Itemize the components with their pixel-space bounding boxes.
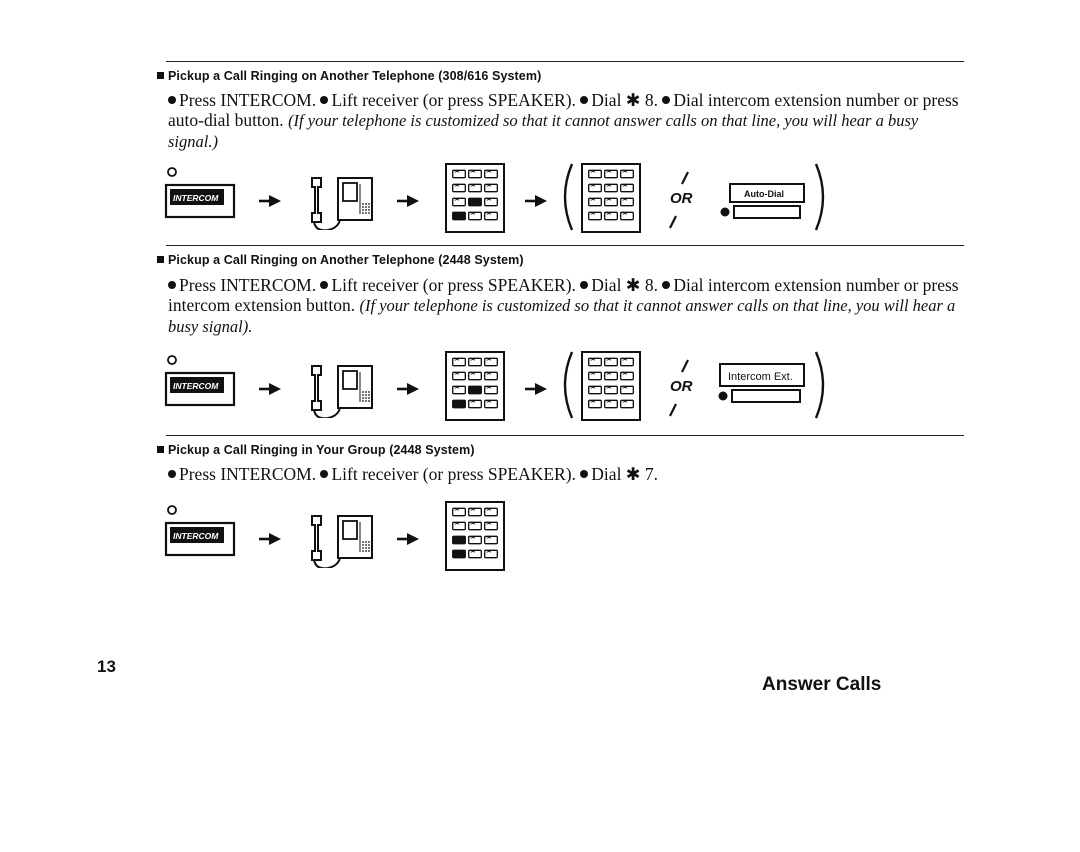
bullet-dot-icon bbox=[168, 281, 176, 289]
section-heading: Pickup a Call Ringing in Your Group (244… bbox=[157, 443, 475, 457]
note-text: (If your telephone is customized so that… bbox=[168, 111, 919, 151]
bullet-dot-icon bbox=[168, 470, 176, 478]
arrow-right-icon bbox=[258, 532, 282, 546]
or-label: OR bbox=[670, 190, 693, 207]
section-rule bbox=[166, 435, 964, 436]
slash-mark bbox=[669, 403, 677, 417]
arrow-right-icon bbox=[396, 532, 420, 546]
dial-pad-icon bbox=[581, 163, 641, 233]
dial-pad-icon bbox=[445, 501, 505, 571]
intercom-button-icon: INTERCOM bbox=[164, 371, 236, 407]
section-heading-text: Pickup a Call Ringing in Your Group (244… bbox=[168, 443, 475, 457]
bullet-dot-icon bbox=[168, 96, 176, 104]
indicator-light-icon bbox=[167, 167, 177, 177]
bullet-dot-icon bbox=[580, 96, 589, 104]
section-heading: Pickup a Call Ringing on Another Telepho… bbox=[157, 69, 541, 83]
bullet-dot-icon bbox=[320, 470, 329, 478]
step-text: Dial ✱ 8. bbox=[591, 275, 658, 295]
intercom-button-icon: INTERCOM bbox=[164, 183, 236, 219]
bullet-dot-icon bbox=[320, 281, 329, 289]
alt-button-label: Intercom Ext. bbox=[728, 371, 793, 383]
section-rule bbox=[166, 61, 964, 62]
step-text: Dial ✱ 8. bbox=[591, 90, 658, 110]
bullet-square-icon bbox=[157, 256, 164, 263]
step-text: Press INTERCOM. bbox=[179, 90, 317, 110]
arrow-right-icon bbox=[396, 194, 420, 208]
page-footer-title: Answer Calls bbox=[762, 674, 882, 695]
instruction-paragraph: Press INTERCOM. Lift receiver (or press … bbox=[168, 464, 968, 484]
section-heading-text: Pickup a Call Ringing on Another Telepho… bbox=[168, 253, 524, 267]
intercom-button-label: INTERCOM bbox=[173, 193, 219, 203]
section-heading-text: Pickup a Call Ringing on Another Telepho… bbox=[168, 69, 542, 83]
dial-pad-icon bbox=[445, 351, 505, 421]
slash-mark bbox=[681, 359, 689, 373]
step-text: Press INTERCOM. bbox=[179, 464, 317, 484]
intercom-ext-button-icon: Intercom Ext. bbox=[718, 363, 805, 403]
alt-button-label: Auto-Dial bbox=[744, 189, 784, 199]
step-text: Lift receiver (or press SPEAKER). bbox=[331, 464, 576, 484]
telephone-receiver-icon bbox=[311, 177, 373, 230]
indicator-light-icon bbox=[167, 355, 177, 365]
step-text: Dial intercom extension number or press … bbox=[168, 90, 959, 130]
indicator-light-icon bbox=[167, 505, 177, 515]
instruction-paragraph: Press INTERCOM. Lift receiver (or press … bbox=[168, 275, 968, 337]
telephone-receiver-icon bbox=[311, 365, 373, 418]
arrow-right-icon bbox=[258, 382, 282, 396]
slash-mark bbox=[669, 215, 677, 229]
arrow-right-icon bbox=[396, 382, 420, 396]
procedure-diagram: INTERCOM OR Intercom Ext. bbox=[164, 351, 825, 421]
step-text: Dial ✱ 7. bbox=[591, 464, 658, 484]
step-text: Press INTERCOM. bbox=[179, 275, 317, 295]
instruction-paragraph: Press INTERCOM. Lift receiver (or press … bbox=[168, 90, 968, 152]
bullet-dot-icon bbox=[662, 96, 671, 104]
bullet-square-icon bbox=[157, 72, 164, 79]
procedure-diagram: INTERCOM OR Auto-Dial bbox=[164, 163, 825, 233]
bullet-dot-icon bbox=[662, 281, 671, 289]
section-heading: Pickup a Call Ringing on Another Telepho… bbox=[157, 253, 524, 267]
section-rule bbox=[166, 245, 964, 246]
arrow-right-icon bbox=[524, 382, 548, 396]
step-text: Dial intercom extension number or press … bbox=[168, 275, 959, 315]
close-bracket bbox=[814, 163, 825, 231]
slash-mark bbox=[681, 171, 689, 185]
arrow-right-icon bbox=[258, 194, 282, 208]
step-text: Lift receiver (or press SPEAKER). bbox=[331, 90, 576, 110]
auto-dial-button-icon: Auto-Dial bbox=[720, 183, 805, 219]
dial-pad-icon bbox=[445, 163, 505, 233]
note-text: (If your telephone is customized so that… bbox=[168, 296, 956, 336]
dial-pad-icon bbox=[581, 351, 641, 421]
procedure-diagram: INTERCOM bbox=[164, 501, 505, 571]
open-bracket bbox=[563, 163, 574, 231]
bullet-dot-icon bbox=[580, 281, 589, 289]
telephone-receiver-icon bbox=[311, 515, 373, 568]
open-bracket bbox=[563, 351, 574, 419]
intercom-button-icon: INTERCOM bbox=[164, 521, 236, 557]
page-number: 13 bbox=[97, 657, 116, 676]
bullet-dot-icon bbox=[320, 96, 329, 104]
arrow-right-icon bbox=[524, 194, 548, 208]
close-bracket bbox=[814, 351, 825, 419]
intercom-button-label: INTERCOM bbox=[173, 381, 219, 391]
bullet-square-icon bbox=[157, 446, 164, 453]
step-text: Lift receiver (or press SPEAKER). bbox=[331, 275, 576, 295]
intercom-button-label: INTERCOM bbox=[173, 531, 219, 541]
bullet-dot-icon bbox=[580, 470, 589, 478]
or-label: OR bbox=[670, 378, 693, 395]
